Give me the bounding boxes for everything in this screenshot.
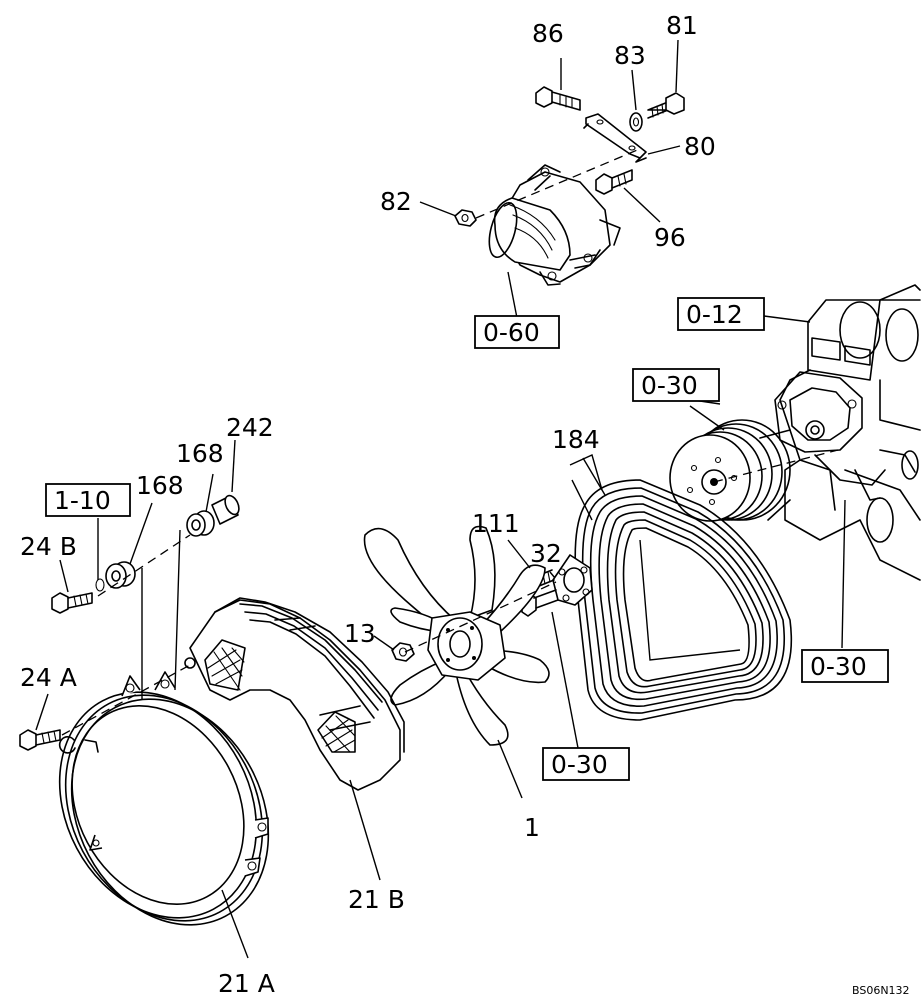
ref-0-30-bottom-text: 0-30 [551,750,608,779]
label-32[interactable]: 32 [530,539,562,568]
collar-242 [211,494,240,525]
thermostat-housing [488,164,621,286]
water-pump-pulley [669,419,791,522]
leader-lines [35,39,846,959]
bolt-86 [535,86,581,111]
label-184[interactable]: 184 [552,425,600,454]
label-111[interactable]: 111 [472,509,520,538]
bolt-81 [647,92,685,119]
label-13[interactable]: 13 [344,619,376,648]
label-242[interactable]: 242 [226,413,274,442]
bolt-96 [595,169,633,195]
shroud-bolt-24a [19,729,61,751]
bracket-80 [583,113,647,163]
ref-1-10-text: 1-10 [54,486,111,515]
ref-box-0-30-bottom[interactable]: 0-30 [542,747,630,781]
label-21a[interactable]: 21 A [218,969,275,998]
ref-0-12-text: 0-12 [686,300,743,329]
ref-0-30-top-text: 0-30 [641,371,698,400]
v-belt-set [574,479,793,721]
ref-0-30-right-text: 0-30 [810,652,867,681]
part-labels: 86 83 81 80 82 96 242 168 168 184 32 111… [20,11,716,998]
fan-guard [184,597,405,791]
ref-box-0-30-right[interactable]: 0-30 [801,649,889,683]
grommet-168-right [186,510,215,537]
ref-box-0-60[interactable]: 0-60 [474,315,560,349]
label-24a[interactable]: 24 A [20,663,77,692]
label-21b[interactable]: 21 B [348,885,405,914]
nut-82 [454,209,477,227]
label-86[interactable]: 86 [532,19,564,48]
ref-box-0-12[interactable]: 0-12 [677,297,765,331]
label-81[interactable]: 81 [666,11,698,40]
label-168-right[interactable]: 168 [176,439,224,468]
ref-0-60-text: 0-60 [483,318,540,347]
label-1[interactable]: 1 [524,813,540,842]
fan-shroud-ring [58,671,270,926]
label-96[interactable]: 96 [654,223,686,252]
label-83[interactable]: 83 [614,41,646,70]
shroud-bolt-24b [51,578,105,614]
label-82[interactable]: 82 [380,187,412,216]
label-168-left[interactable]: 168 [136,471,184,500]
reference-boxes: 0-60 0-12 0-30 0-30 0-30 1-10 [45,297,889,781]
ref-box-1-10[interactable]: 1-10 [45,483,131,517]
grommet-168-left [105,561,136,589]
washer-83 [629,112,643,132]
engine-block [774,284,921,581]
label-80[interactable]: 80 [684,132,716,161]
ref-box-0-30-top[interactable]: 0-30 [632,368,720,402]
cooling-fan [363,525,550,746]
fan-nut [391,642,415,662]
label-24b[interactable]: 24 B [20,532,77,561]
drawing-code: BS06N132 [852,984,910,997]
